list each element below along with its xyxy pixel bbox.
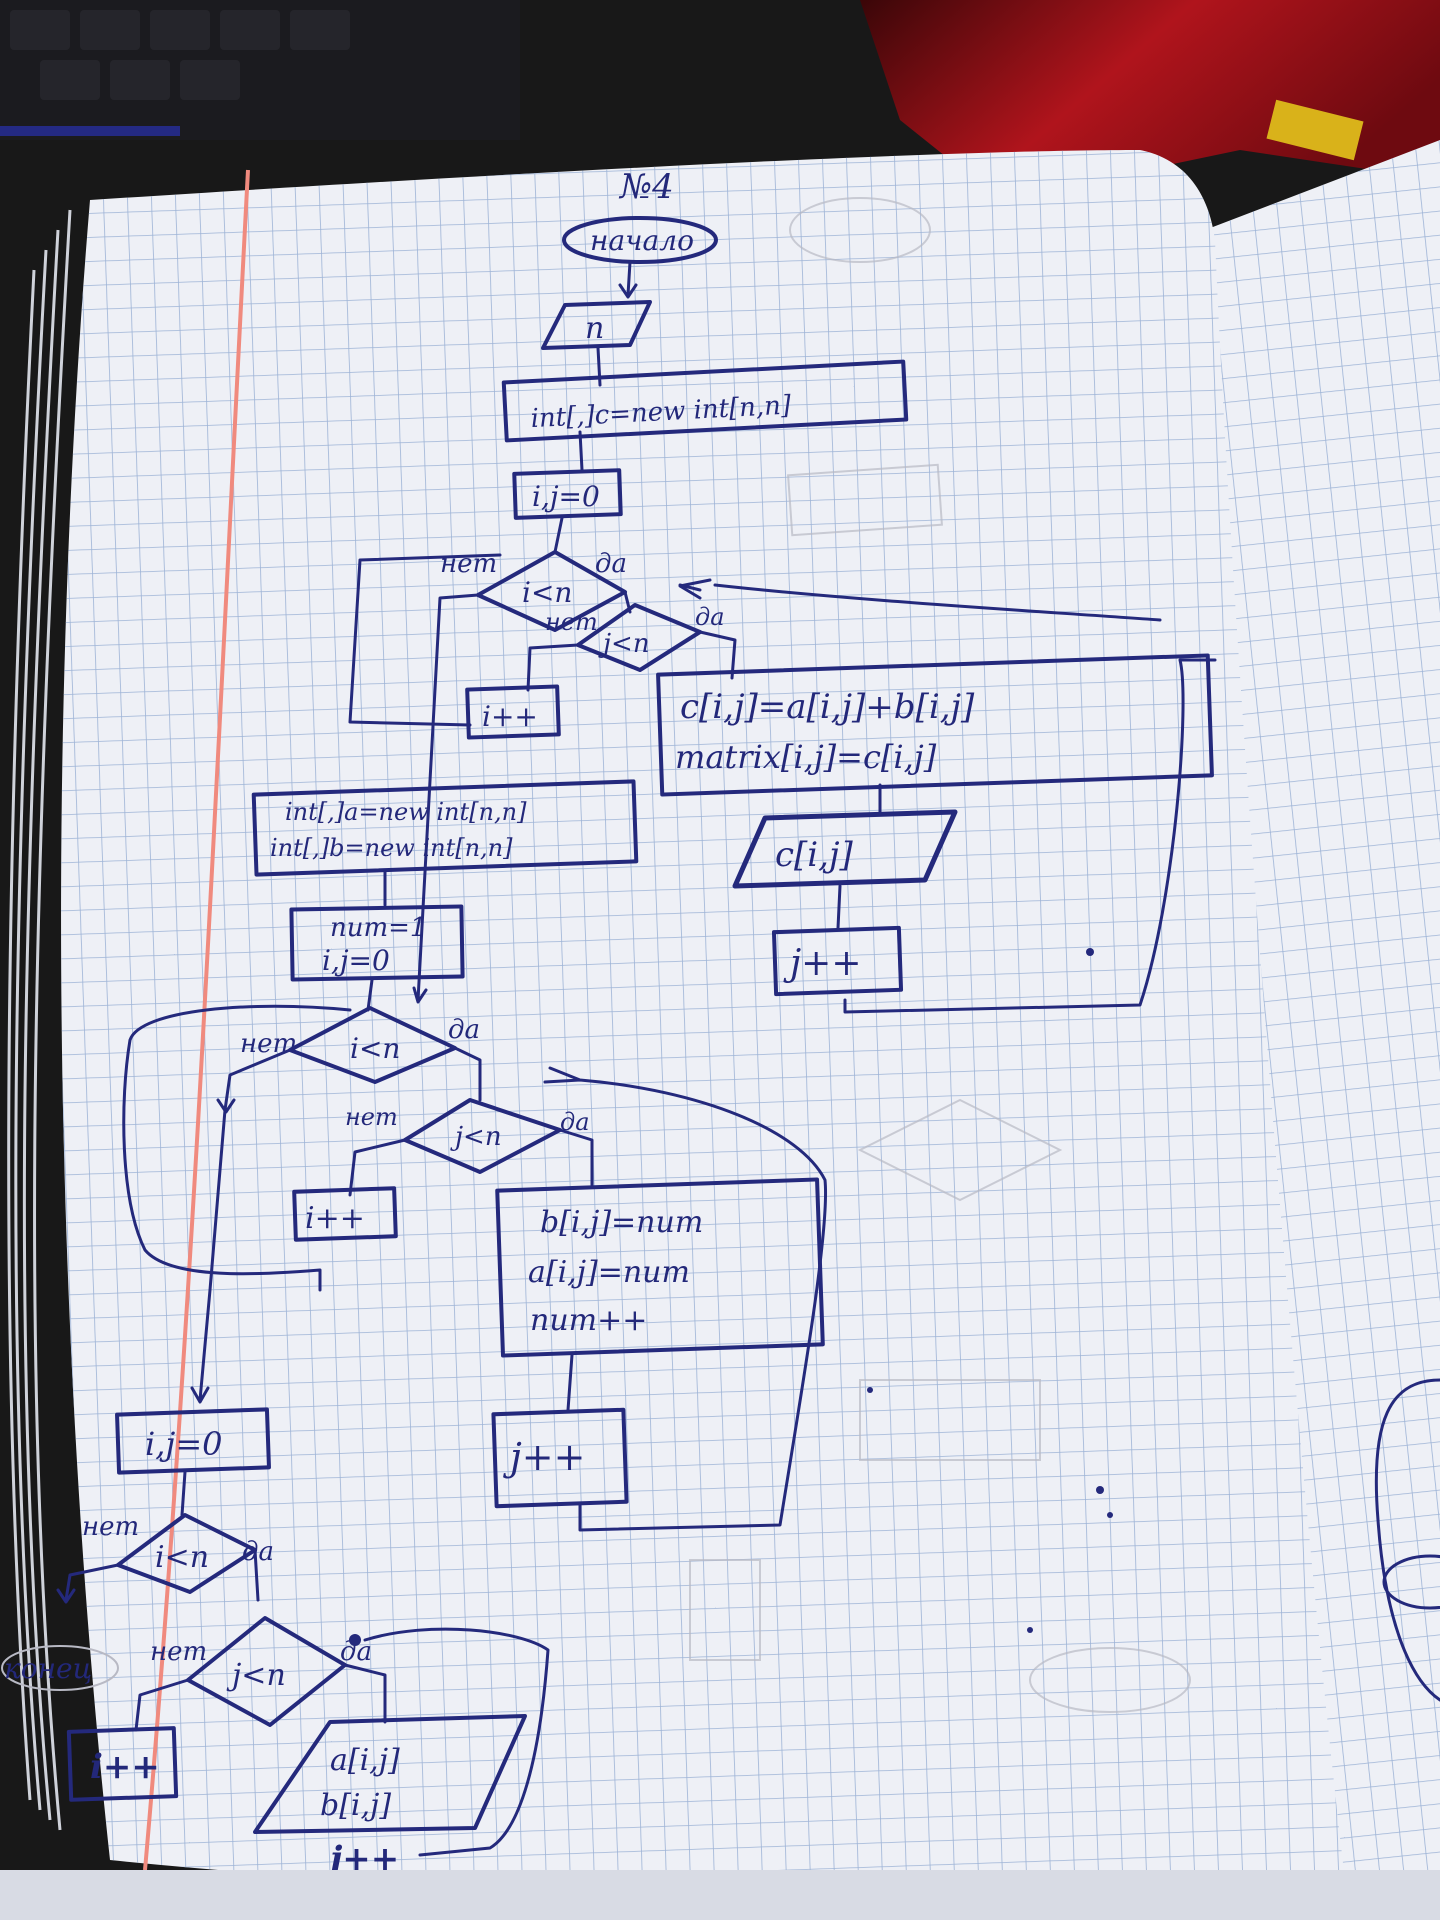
margin-line [143, 169, 250, 1871]
cond-j-top-label: j<n [598, 629, 650, 659]
yellow-object [1266, 99, 1364, 161]
init-ij-bot-label: i,j=0 [145, 1425, 223, 1463]
line-cond-j-bot-no [134, 1678, 190, 1732]
line-cond-j-mid-to-inc-i [348, 1138, 407, 1197]
b-assign-label: b[i,j]=num [540, 1205, 703, 1240]
cond-j-bot-diamond [186, 1616, 347, 1727]
line-mid-to-bottom [190, 1108, 227, 1404]
inc-i-top-label: i++ [482, 700, 538, 733]
alloc-ab-block [251, 779, 639, 877]
inc-i-bot-block [66, 1726, 179, 1802]
cond-i-mid-diamond [288, 1006, 457, 1084]
arrow-init-bot-to-cond-i [180, 1470, 187, 1517]
arrow-start-to-input [618, 260, 638, 299]
cond-i-mid-no: нет [240, 1029, 297, 1059]
loop-back-arrow-top [678, 578, 712, 600]
input-n-block [541, 300, 652, 350]
cond-j-top-no: нет [545, 608, 598, 636]
end-label: конец [4, 1652, 92, 1685]
cond-j-top-yes: да [695, 603, 725, 631]
start-terminal [562, 216, 718, 264]
cond-j-top-diamond [576, 603, 702, 672]
output-c-label: c[i,j] [775, 835, 854, 875]
init-ij-top-label: i,j=0 [532, 480, 600, 513]
cond-j-mid-diamond [403, 1098, 562, 1174]
cond-i-bot-label: i<n [155, 1540, 209, 1575]
line-cond-i-bot-no [56, 1563, 120, 1604]
cond-i-mid-yes: да [448, 1015, 480, 1045]
line-cond-j-bot-yes [343, 1663, 387, 1724]
line-cond-i-bot-yes [253, 1548, 260, 1602]
ink-specks [349, 948, 1113, 1646]
start-label: начало [590, 224, 694, 257]
cond-i-top-label: i<n [522, 576, 572, 609]
inc-i-bot-label: i++ [90, 1747, 160, 1787]
init-num-label: num=1 [330, 913, 426, 943]
pencil-traces [689, 197, 1191, 1713]
inc-j-top-block [771, 925, 904, 997]
arrow-num-to-cond-i [366, 978, 374, 1012]
alloc-c-block [501, 359, 909, 443]
cond-j-bot-no: нет [150, 1637, 207, 1667]
line-cond-j-mid-yes [558, 1128, 594, 1187]
loop-line-mid-outer [122, 1004, 352, 1292]
output-c-block [732, 809, 958, 889]
right-page-grid [1205, 140, 1440, 1920]
inc-j-top-label: j++ [783, 943, 862, 984]
line-cond-i-to-cond-j [623, 590, 632, 614]
red-mousepad [860, 0, 1440, 200]
cond-i-mid-label: i<n [350, 1032, 400, 1065]
line-cond-j-to-inc-i [526, 643, 580, 692]
end-terminal [1, 1645, 119, 1691]
task-number: №4 [618, 167, 674, 207]
arrow-output-to-inc-j [836, 884, 842, 930]
arrow-alloc-to-init [578, 430, 584, 472]
cond-i-bot-yes: да [242, 1537, 274, 1567]
inc-j-mid-block [491, 1407, 629, 1509]
right-page-oval [1382, 1554, 1440, 1610]
inc-j-mid-label: j++ [503, 1435, 585, 1479]
cond-j-mid-label: j<n [450, 1122, 502, 1152]
keyboard-keys [10, 10, 350, 100]
matrix-assign-label: matrix[i,j]=c[i,j] [675, 738, 937, 776]
page-stack-edges [7, 209, 72, 1831]
line-cond-i-mid-to-cond-j [453, 1046, 482, 1102]
input-n-label: n [585, 311, 604, 346]
page-shadow [0, 1870, 1440, 1920]
right-page-doodle [1374, 1378, 1440, 1702]
num-inc-label: num++ [530, 1303, 647, 1338]
init-ij-bot-block [115, 1407, 271, 1475]
keyboard-glow [0, 126, 180, 136]
cond-j-mid-no: нет [345, 1103, 398, 1131]
out-a-label: a[i,j] [330, 1743, 400, 1778]
arrow-assign-to-inc-j [566, 1353, 574, 1412]
sum-label: c[i,j]=a[i,j]+b[i,j] [680, 687, 975, 727]
cond-j-bot-label: j<n [226, 1658, 286, 1693]
init-num-block [289, 904, 465, 982]
init-ij-mid-label: i,j=0 [322, 944, 390, 977]
sum-block [656, 653, 1214, 797]
cond-i-top-no: нет [440, 549, 497, 579]
loop-back-inc-j-bot [363, 1627, 550, 1857]
loop-line-top-outer [348, 553, 502, 727]
a-assign-label: a[i,j]=num [528, 1255, 690, 1290]
alloc-a-label: int[,]a=new int[n,n] [285, 798, 527, 826]
inc-i-mid-label: i++ [305, 1201, 365, 1236]
alloc-b-label: int[,]b=new int[n,n] [270, 834, 513, 862]
cond-i-top-diamond [476, 550, 627, 632]
arrow-init-to-cond-i [553, 516, 564, 554]
loop-line-top-left [412, 593, 480, 1004]
out-b-label: b[i,j] [320, 1788, 391, 1823]
output-ab-block [253, 1714, 527, 1834]
cond-i-bot-no: нет [82, 1512, 139, 1542]
inc-i-top-block [465, 684, 561, 740]
inc-i-mid-block [292, 1186, 398, 1242]
left-page-grid [61, 150, 1346, 1896]
loop-back-inc-j-mid [543, 1066, 828, 1532]
line-cond-j-yes [698, 630, 737, 680]
cond-i-bot-diamond [116, 1513, 257, 1594]
init-ij-top-block [512, 468, 623, 520]
cond-i-top-yes: да [595, 549, 627, 579]
